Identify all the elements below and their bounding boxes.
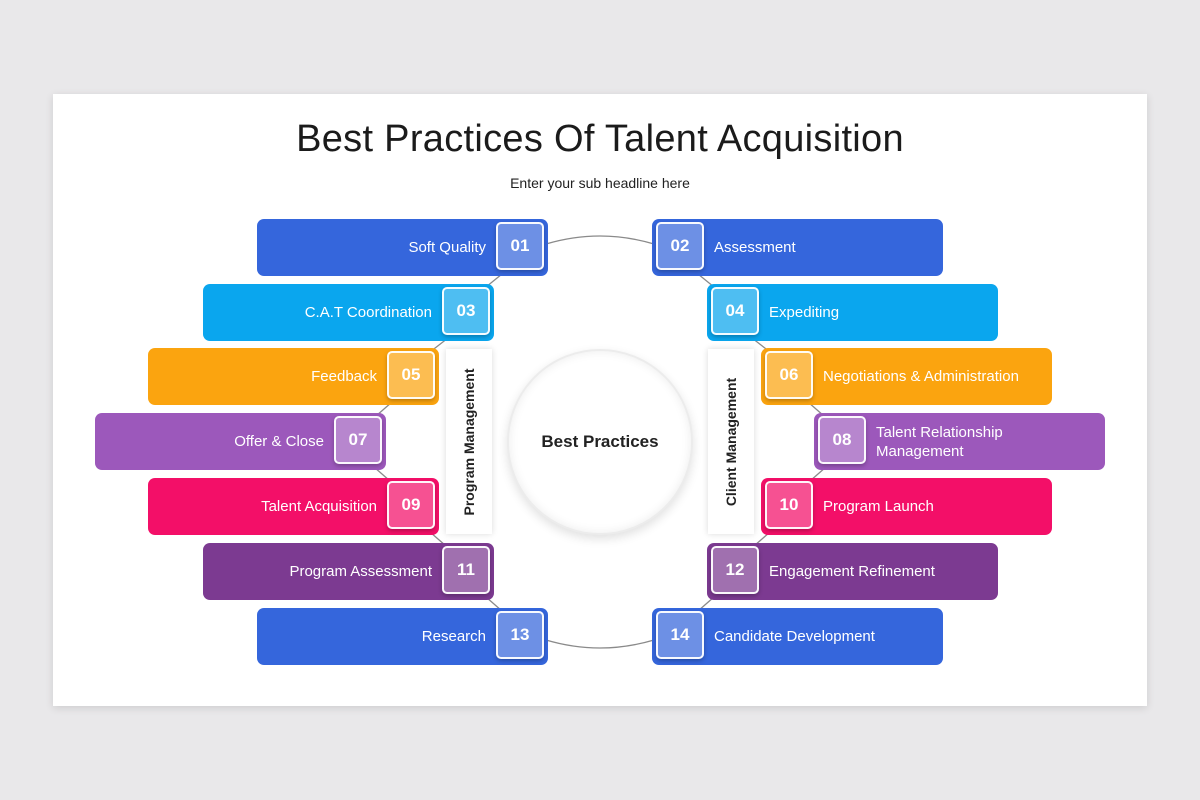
program-management-panel: Program Management: [446, 349, 492, 534]
item-bar-02: 02 Assessment: [652, 219, 943, 276]
item-label-09: Talent Acquisition: [261, 498, 377, 515]
center-circle: Best Practices: [507, 349, 693, 535]
item-label-08: Talent Relationship Management: [876, 423, 1003, 460]
page-title: Best Practices Of Talent Acquisition: [296, 118, 904, 160]
item-bar-09: Talent Acquisition 09: [148, 478, 439, 535]
item-number-05: 05: [387, 351, 435, 399]
item-label-02: Assessment: [714, 239, 796, 256]
item-bar-12: 12 Engagement Refinement: [707, 543, 998, 600]
item-number-04: 04: [711, 287, 759, 335]
item-bar-13: Research 13: [257, 608, 548, 665]
item-bar-14: 14 Candidate Development: [652, 608, 943, 665]
item-bar-05: Feedback 05: [148, 348, 439, 405]
item-bar-04: 04 Expediting: [707, 284, 998, 341]
item-bar-03: C.A.T Coordination 03: [203, 284, 494, 341]
item-number-10: 10: [765, 481, 813, 529]
item-number-13: 13: [496, 611, 544, 659]
item-label-03: C.A.T Coordination: [304, 304, 432, 321]
item-bar-06: 06 Negotiations & Administration: [761, 348, 1052, 405]
item-label-11: Program Assessment: [289, 563, 432, 580]
item-label-13: Research: [421, 628, 486, 645]
item-number-08: 08: [818, 416, 866, 464]
item-label-01: Soft Quality: [408, 239, 486, 256]
item-number-03: 03: [442, 287, 490, 335]
item-number-07: 07: [334, 416, 382, 464]
center-label: Best Practices: [541, 432, 659, 451]
item-label-04: Expediting: [769, 304, 840, 321]
connector-top-arc: [545, 235, 655, 245]
item-number-14: 14: [656, 611, 704, 659]
item-label-06: Negotiations & Administration: [823, 368, 1019, 385]
item-label-10: Program Launch: [823, 498, 934, 515]
item-bar-08: 08 Talent Relationship Management: [814, 413, 1105, 470]
item-bar-10: 10 Program Launch: [761, 478, 1052, 535]
client-management-panel: Client Management: [708, 349, 754, 534]
item-label-14: Candidate Development: [714, 628, 875, 645]
item-bar-11: Program Assessment 11: [203, 543, 494, 600]
page-subtitle: Enter your sub headline here: [510, 175, 690, 191]
item-label-12: Engagement Refinement: [769, 563, 935, 580]
item-bar-01: Soft Quality 01: [257, 219, 548, 276]
item-number-02: 02: [656, 222, 704, 270]
item-label-05: Feedback: [311, 368, 377, 385]
item-label-07: Offer & Close: [234, 433, 324, 450]
item-number-11: 11: [442, 546, 490, 594]
connector-left-zigzag: [373, 273, 503, 612]
item-number-06: 06: [765, 351, 813, 399]
item-number-09: 09: [387, 481, 435, 529]
program-management-label: Program Management: [461, 367, 477, 516]
item-number-01: 01: [496, 222, 544, 270]
connector-right-zigzag: [697, 273, 827, 612]
item-number-12: 12: [711, 546, 759, 594]
item-bar-07: Offer & Close 07: [95, 413, 386, 470]
connector-bottom-arc: [545, 639, 655, 649]
client-management-label: Client Management: [723, 377, 739, 506]
